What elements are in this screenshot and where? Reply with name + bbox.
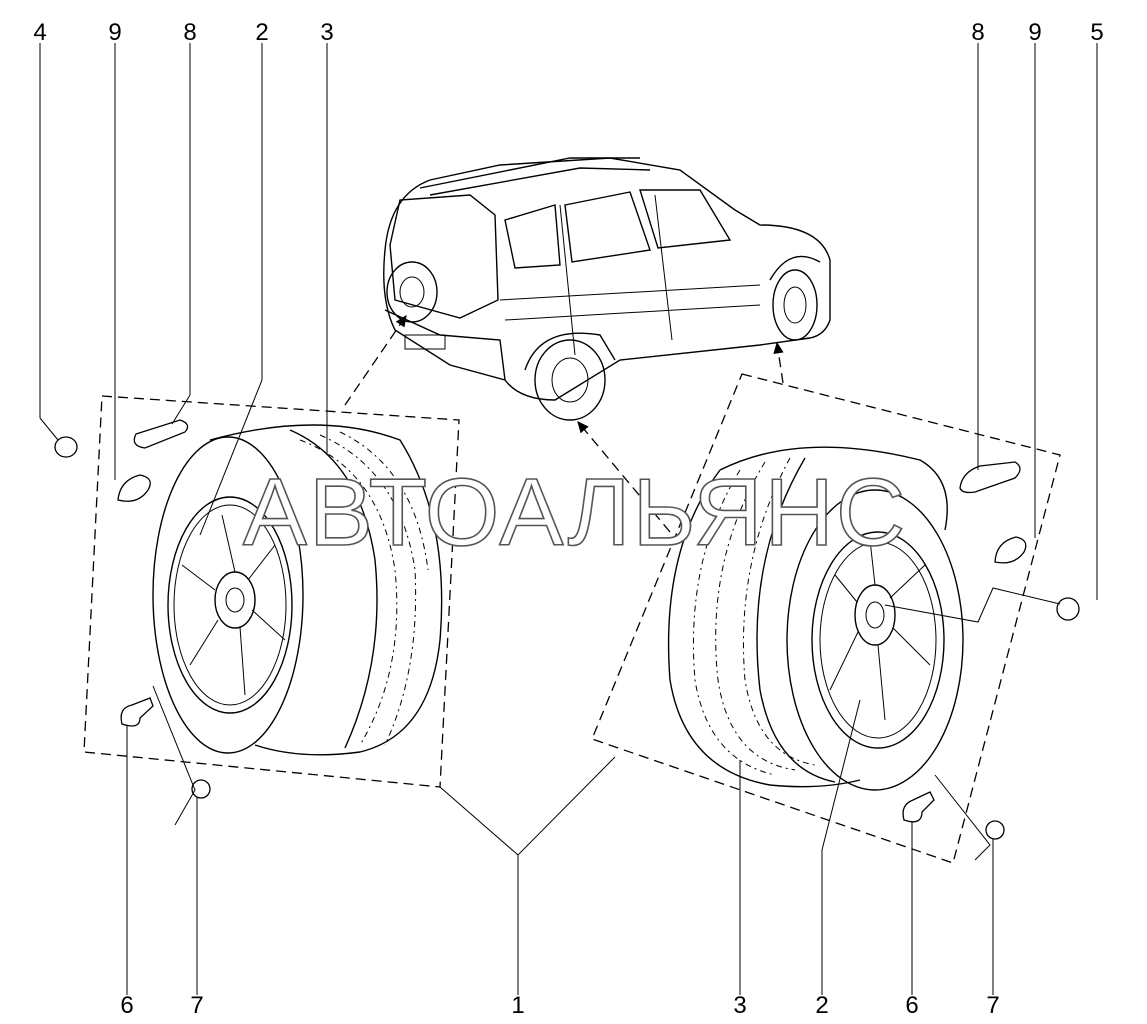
callout-label: 4 bbox=[33, 19, 46, 46]
callout-label: 7 bbox=[190, 992, 203, 1019]
callout-label: 8 bbox=[183, 19, 196, 46]
part-7-valve-cap-left bbox=[191, 779, 211, 799]
part-6-valve-left bbox=[120, 697, 154, 727]
callout-label: 9 bbox=[108, 19, 121, 46]
leader-lines bbox=[39, 43, 1098, 995]
part-8-weight-right bbox=[959, 461, 1021, 494]
part-9-weight-right bbox=[994, 536, 1027, 564]
part-5-cap bbox=[1056, 597, 1080, 621]
callout-label: 2 bbox=[255, 19, 268, 46]
part-6-valve-right bbox=[902, 791, 935, 823]
callout-label: 8 bbox=[971, 19, 984, 46]
callout-label: 6 bbox=[120, 992, 133, 1019]
callout-label: 3 bbox=[320, 19, 333, 46]
vehicle-illustration bbox=[383, 157, 831, 421]
callout-label: 1 bbox=[511, 992, 524, 1019]
part-7-valve-cap-right bbox=[985, 820, 1005, 840]
part-4-cap bbox=[54, 436, 78, 458]
callout-label: 9 bbox=[1028, 19, 1041, 46]
part-8-weight-left bbox=[133, 419, 189, 449]
callout-label: 2 bbox=[815, 992, 828, 1019]
watermark-text: АВТОАЛЬЯНС bbox=[243, 459, 907, 566]
wheel-assembly-left bbox=[152, 424, 443, 756]
callout-label: 5 bbox=[1090, 19, 1103, 46]
callout-label: 3 bbox=[733, 992, 746, 1019]
callout-labels: 4 9 8 2 3 8 9 5 6 7 1 3 2 6 7 bbox=[33, 19, 1103, 1019]
callout-label: 6 bbox=[905, 992, 918, 1019]
wheel-assembly-right bbox=[667, 446, 964, 791]
part-9-weight-left bbox=[117, 474, 151, 502]
callout-label: 7 bbox=[986, 992, 999, 1019]
